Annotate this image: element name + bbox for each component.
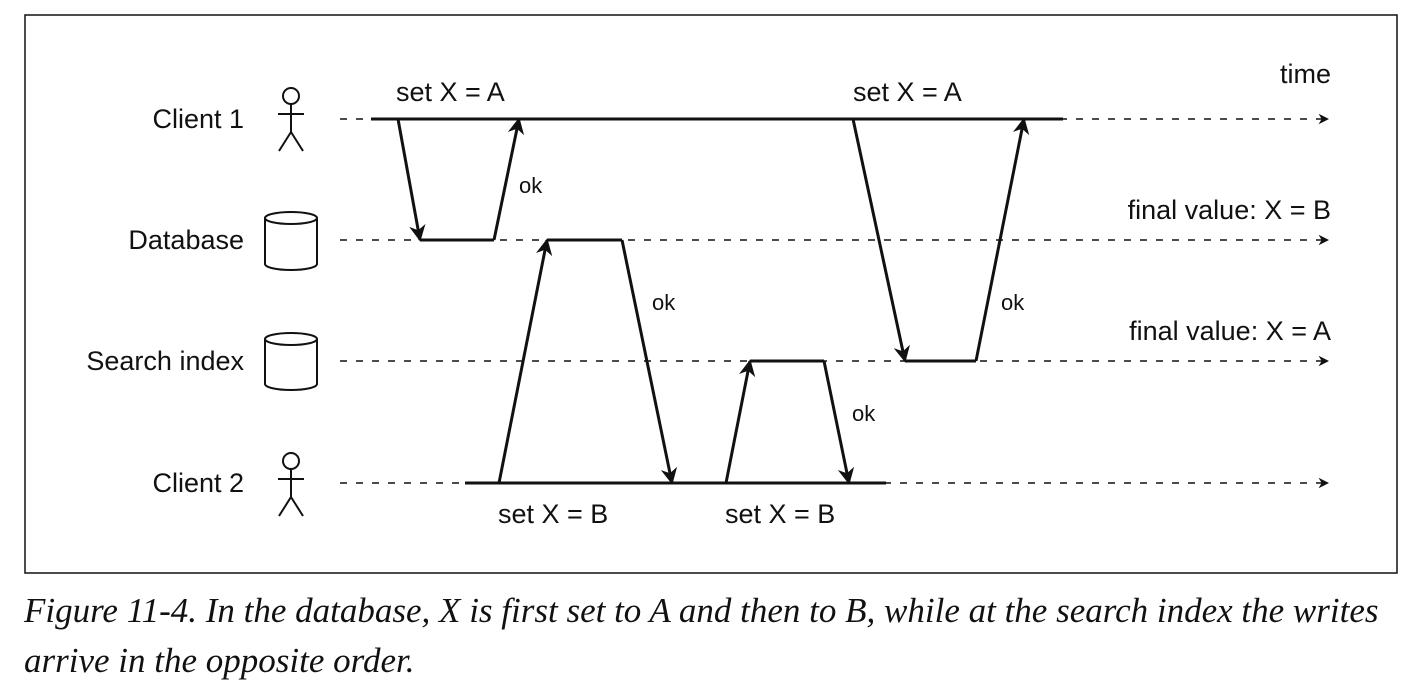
- request-arrow: [497, 238, 553, 484]
- lane-label-client2: Client 2: [152, 468, 244, 498]
- lane-label-database: Database: [128, 225, 244, 255]
- stick-figure-icon: [278, 452, 304, 517]
- response-arrow: [620, 239, 678, 485]
- cylinder-icon: [264, 211, 318, 271]
- figure-caption: Figure 11-4. In the database, X is first…: [24, 591, 1379, 680]
- ack-label: ok: [652, 290, 676, 315]
- lane-label-client1: Client 1: [152, 104, 244, 134]
- response-arrow: [974, 117, 1030, 362]
- cylinder-icon: [264, 332, 318, 391]
- ack-label: ok: [1001, 290, 1025, 315]
- request-arrow: [851, 118, 910, 363]
- final-value-search-index: final value: X = A: [1129, 316, 1331, 346]
- lane-label-search-index: Search index: [86, 346, 244, 376]
- stick-figure-icon: [278, 87, 304, 152]
- operation-label: set X = A: [396, 77, 505, 107]
- ack-label: ok: [519, 173, 543, 198]
- time-axis-label: time: [1280, 59, 1331, 89]
- final-value-database: final value: X = B: [1128, 195, 1331, 225]
- request-arrow: [724, 359, 756, 484]
- operation-label: set X = A: [853, 77, 962, 107]
- ack-label: ok: [852, 401, 876, 426]
- request-arrow: [396, 118, 426, 242]
- response-arrow: [492, 117, 525, 241]
- diagram-frame: [24, 14, 1398, 574]
- operation-label: set X = B: [725, 499, 835, 529]
- response-arrow: [822, 360, 855, 485]
- operation-label: set X = B: [498, 499, 608, 529]
